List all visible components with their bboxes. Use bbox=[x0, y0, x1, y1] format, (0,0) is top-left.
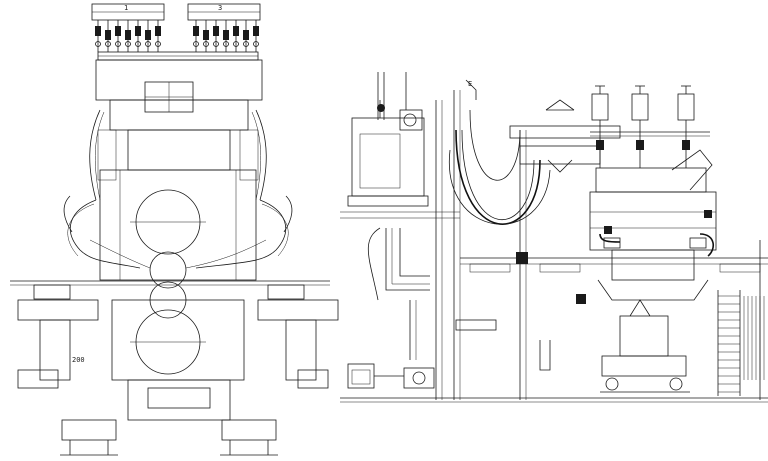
lower-assembly: 200 bbox=[17, 299, 339, 421]
callout-b: 3 bbox=[218, 4, 222, 12]
valve-port bbox=[253, 41, 259, 47]
electrode-columns bbox=[590, 85, 710, 168]
electrode-head bbox=[591, 93, 609, 121]
electrode-clamp bbox=[596, 140, 604, 150]
front-view: 1 3 bbox=[10, 3, 339, 456]
top-work-roll bbox=[149, 251, 187, 289]
valve-body bbox=[135, 26, 141, 36]
electrode-clamp bbox=[682, 140, 690, 150]
valve-port bbox=[105, 41, 111, 47]
u-hose-loop: E bbox=[448, 79, 551, 225]
mid-valves bbox=[516, 210, 712, 304]
valve-port bbox=[115, 41, 121, 47]
valve-port bbox=[155, 41, 161, 47]
tilt-unit bbox=[600, 299, 690, 393]
valve-body bbox=[125, 30, 131, 40]
valve-body bbox=[233, 26, 239, 36]
valve-port bbox=[243, 41, 249, 47]
valve-body bbox=[243, 30, 249, 40]
mill-housing bbox=[89, 59, 267, 281]
valve-port bbox=[125, 41, 131, 47]
valve-port bbox=[203, 41, 209, 47]
valve-body bbox=[193, 26, 199, 36]
side-view: E bbox=[340, 72, 768, 403]
work-rolls bbox=[130, 189, 206, 375]
valve-port bbox=[233, 41, 239, 47]
top-valve-bank: 1 3 bbox=[91, 3, 261, 61]
valve-port bbox=[135, 41, 141, 47]
valve-body bbox=[155, 26, 161, 36]
valve-body bbox=[203, 30, 209, 40]
foundation bbox=[60, 419, 278, 456]
valve-port bbox=[95, 41, 101, 47]
callout-d: E bbox=[468, 80, 472, 88]
electrode-head bbox=[677, 93, 695, 121]
furnace-body bbox=[589, 149, 717, 301]
valve-port bbox=[213, 41, 219, 47]
platform-level bbox=[460, 257, 768, 273]
valve-body bbox=[253, 26, 259, 36]
valve-body bbox=[115, 26, 121, 36]
valve-port bbox=[193, 41, 199, 47]
valve-port bbox=[145, 41, 151, 47]
vertical-pipes bbox=[367, 227, 551, 371]
callout-c: 200 bbox=[72, 356, 85, 364]
support-columns bbox=[377, 72, 761, 400]
valve-body bbox=[105, 30, 111, 40]
valve-body bbox=[145, 30, 151, 40]
valve-body bbox=[223, 30, 229, 40]
drive-unit bbox=[347, 100, 429, 207]
valve-body bbox=[213, 26, 219, 36]
valve-body bbox=[95, 26, 101, 36]
cooling-hoses bbox=[63, 195, 293, 269]
valve-port bbox=[223, 41, 229, 47]
electrode-head bbox=[631, 93, 649, 121]
access-ladder bbox=[717, 290, 765, 396]
hydraulic-pump bbox=[347, 363, 435, 389]
callout-a: 1 bbox=[124, 4, 128, 12]
electrode-clamp bbox=[636, 140, 644, 150]
pass-line bbox=[10, 280, 330, 300]
